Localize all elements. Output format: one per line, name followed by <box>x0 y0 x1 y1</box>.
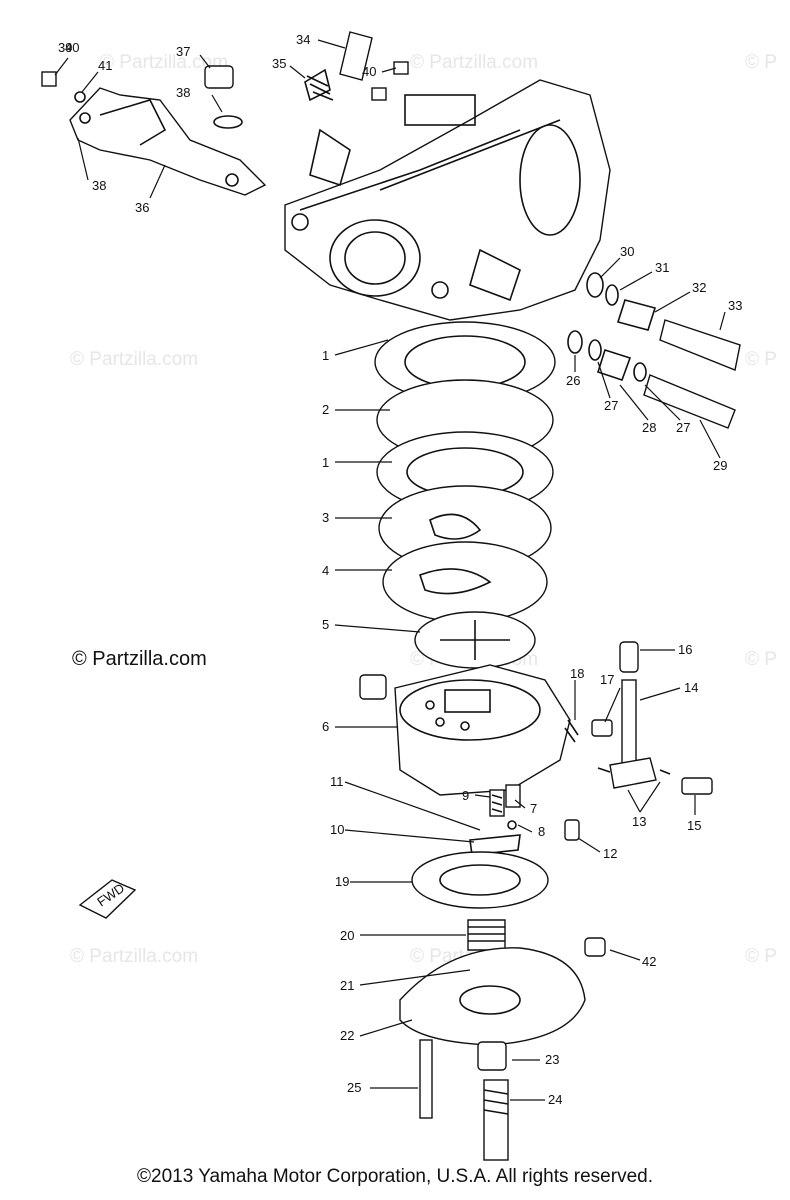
callout-13: 13 <box>632 814 646 829</box>
callout-30: 30 <box>620 244 634 259</box>
callout-7: 7 <box>530 801 537 816</box>
callout-11: 11 <box>330 774 344 789</box>
watermark: © Partzilla.com <box>410 52 538 73</box>
watermark: © Partzilla.com <box>100 52 228 73</box>
callout-38: 38 <box>176 85 190 100</box>
callout-38: 38 <box>92 178 106 193</box>
callout-22: 22 <box>340 1028 354 1043</box>
throttle-lever-bracket <box>69 87 267 196</box>
pump-body <box>359 664 571 796</box>
callout-27: 27 <box>604 398 618 413</box>
callout-15: 15 <box>687 818 701 833</box>
callout-20: 20 <box>340 928 354 943</box>
right-side-fittings <box>567 272 741 429</box>
callout-42: 42 <box>642 954 656 969</box>
leader-lines <box>54 39 726 1101</box>
callout-36: 36 <box>135 200 149 215</box>
fwd-arrow: FWD <box>78 879 137 919</box>
callout-4: 4 <box>322 563 329 578</box>
callout-40: 40 <box>362 64 376 79</box>
callout-9: 9 <box>462 788 469 803</box>
callout-17: 17 <box>600 672 614 687</box>
callout-3: 3 <box>322 510 329 525</box>
callout-24: 24 <box>548 1092 562 1107</box>
callout-40: 40 <box>65 40 79 55</box>
callout-35: 35 <box>272 56 286 71</box>
copyright-notice: ©2013 Yamaha Motor Corporation, U.S.A. A… <box>137 1166 653 1187</box>
watermark: © P <box>745 946 777 967</box>
callout-29: 29 <box>713 458 727 473</box>
callout-28: 28 <box>642 420 656 435</box>
valve-parts <box>564 641 713 795</box>
callout-10: 10 <box>330 822 344 837</box>
callout-23: 23 <box>545 1052 559 1067</box>
cover-assembly <box>399 851 606 1161</box>
watermark: © P <box>745 349 777 370</box>
callout-18: 18 <box>570 666 584 681</box>
callout-31: 31 <box>655 260 669 275</box>
callout-labels: 1 1 2 3 4 5 6 8 7 9 10 11 12 13 14 15 16… <box>58 32 742 1107</box>
top-small-parts <box>41 31 409 129</box>
callout-34: 34 <box>296 32 310 47</box>
watermark: © P <box>745 649 777 670</box>
callout-27: 27 <box>676 420 690 435</box>
callout-16: 16 <box>678 642 692 657</box>
callout-32: 32 <box>692 280 706 295</box>
watermark: © P <box>745 52 777 73</box>
callout-2: 2 <box>322 402 329 417</box>
callout-14: 14 <box>684 680 698 695</box>
callout-5: 5 <box>322 617 329 632</box>
callout-8: 8 <box>538 824 545 839</box>
watermark: © Partzilla.com <box>70 946 198 967</box>
callout-26: 26 <box>566 373 580 388</box>
callout-12: 12 <box>603 846 617 861</box>
callout-19: 19 <box>335 874 349 889</box>
carburetor-body <box>284 79 611 321</box>
callout-6: 6 <box>322 719 329 734</box>
callout-37: 37 <box>176 44 190 59</box>
gasket-stack <box>374 321 556 669</box>
callout-21: 21 <box>340 978 354 993</box>
callout-1: 1 <box>322 455 329 470</box>
callout-41: 41 <box>98 58 112 73</box>
watermark: © Partzilla.com <box>70 349 198 370</box>
needle-valve-parts <box>469 784 580 856</box>
callout-25: 25 <box>347 1080 361 1095</box>
callout-1: 1 <box>322 348 329 363</box>
callout-33: 33 <box>728 298 742 313</box>
callout-39: 39 <box>58 40 72 55</box>
watermark-strong: © Partzilla.com <box>72 648 207 670</box>
